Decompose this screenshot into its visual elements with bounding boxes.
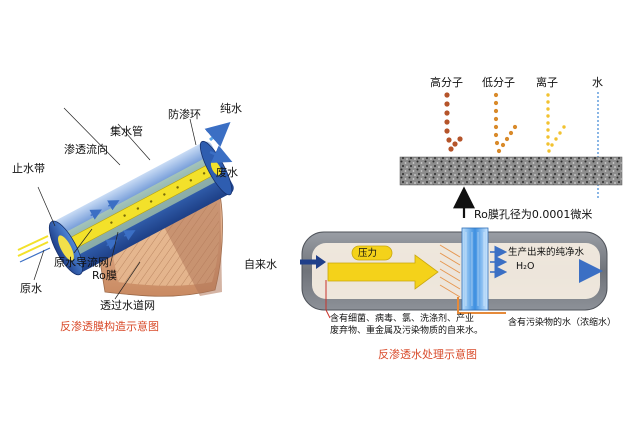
label-seal-band: 止水带 bbox=[12, 162, 45, 175]
raw-water-inlet bbox=[17, 235, 51, 263]
left-caption: 反渗透膜构造示意图 bbox=[60, 320, 159, 333]
small-molecule-dots bbox=[493, 92, 518, 154]
label-tap-water: 自来水 bbox=[244, 258, 277, 271]
label-ro-membrane: Ro膜 bbox=[92, 269, 117, 282]
ro-process bbox=[300, 92, 623, 319]
label-permeate-flow: 渗透流向 bbox=[64, 143, 108, 156]
label-ion: 离子 bbox=[536, 76, 558, 89]
label-pressure: 压力 bbox=[358, 248, 378, 259]
label-permeate-spacer: 透过水道网 bbox=[100, 299, 155, 312]
pressure-badge bbox=[351, 245, 393, 261]
label-small-molecule: 低分子 bbox=[482, 76, 515, 89]
label-raw-water: 原水 bbox=[20, 282, 42, 295]
pure-water-arrow bbox=[204, 122, 231, 147]
label-collector-pipe: 集水管 bbox=[110, 125, 143, 138]
contaminants-line-1: 含有细菌、病毒、氯、洗涤剂、产业 bbox=[330, 314, 475, 324]
label-water: 水 bbox=[592, 76, 603, 89]
membrane-module bbox=[17, 107, 234, 300]
label-waste-water: 废水 bbox=[216, 166, 238, 179]
pressure-arrow bbox=[327, 254, 439, 290]
pore-size-note: Ro膜孔径为0.0001微米 bbox=[474, 208, 593, 221]
label-macromolecule: 高分子 bbox=[430, 76, 463, 89]
contaminants-line-2: 废弃物、重金属及污染物质的自来水。 bbox=[330, 326, 484, 336]
ion-dots bbox=[546, 93, 566, 153]
concentrate-pipe bbox=[457, 297, 506, 314]
label-concentrate: 含有污染物的水（浓缩水） bbox=[508, 318, 617, 328]
label-h2o: H₂O bbox=[516, 261, 535, 272]
label-pure-water-out: 生产出来的纯净水 bbox=[508, 247, 585, 258]
label-feed-spacer: 原水导流网 bbox=[54, 256, 109, 269]
waste-water-arrow bbox=[209, 145, 233, 163]
macromolecule-dots bbox=[444, 92, 463, 152]
label-anti-leak-ring: 防渗环 bbox=[168, 108, 201, 121]
membrane-slab bbox=[400, 157, 622, 185]
label-pure-water: 纯水 bbox=[220, 102, 242, 115]
right-caption: 反渗透水处理示意图 bbox=[378, 348, 477, 361]
ro-membrane-panel bbox=[461, 227, 489, 311]
